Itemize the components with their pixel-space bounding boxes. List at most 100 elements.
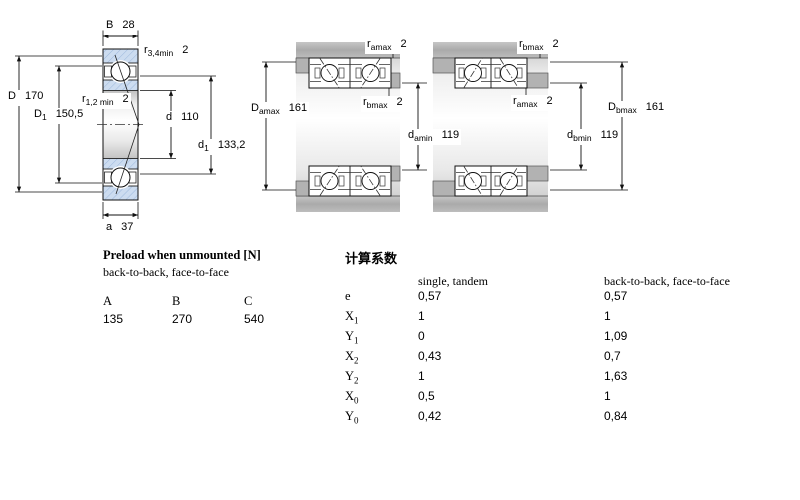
dim-base: D (34, 108, 42, 120)
bearing-pair-top (454, 57, 528, 89)
factor-pair-Y1: 1,09 (604, 329, 628, 344)
left-dimension-lines (15, 30, 216, 219)
factors-grid: single, tandem back-to-back, face-to-fac… (345, 274, 764, 429)
factor-label-e: e (345, 289, 351, 304)
factor-label-Y1: Y1 (345, 329, 359, 346)
factors-corner-cell (345, 274, 418, 289)
dim-value: 110 (181, 111, 199, 123)
dim-sub: bmax (522, 42, 544, 53)
factor-single-X2: 0,43 (418, 349, 442, 364)
dim-base: a (106, 221, 113, 233)
dim-label-dbmin: dbmin 119 (565, 129, 621, 146)
factor-label-X1: X1 (345, 309, 359, 326)
factor-single-Y0: 0,42 (418, 408, 442, 423)
dim-sub: amax (258, 106, 280, 117)
dim-label-D: D 170 (6, 90, 46, 107)
bearing-pair-top (308, 57, 392, 89)
dim-value: 133,2 (217, 139, 246, 151)
dim-value: 37 (121, 221, 134, 233)
calculation-factors-table: 计算系数 single, tandem back-to-back, face-t… (345, 248, 764, 429)
preload-col-A: A (103, 294, 113, 308)
factor-pair-X2: 0,7 (604, 349, 621, 364)
dim-label-d1: d1 133,2 (196, 139, 248, 156)
factor-pair-e: 0,57 (604, 289, 628, 304)
factor-single-X1: 1 (418, 309, 425, 324)
factor-pair-X0: 1 (604, 388, 611, 403)
dim-label-r34min: r3,4min 2 (142, 44, 191, 61)
dim-base: d (567, 129, 574, 141)
contact-angle-line (114, 54, 140, 195)
dim-label-damin: damin 119 (406, 129, 462, 146)
dim-value: 2 (122, 93, 129, 105)
face-to-face-arrangement-drawing (432, 42, 628, 212)
factor-pair-X1: 1 (604, 309, 611, 324)
factor-pair-Y0: 0,84 (604, 408, 628, 423)
dim-base: B (106, 19, 114, 31)
dim-sub: bmax (615, 105, 637, 116)
factor-pair-Y2: 1,63 (604, 369, 628, 384)
factor-single-e: 0,57 (418, 289, 442, 304)
factor-label-Y0: Y0 (345, 408, 359, 426)
preload-grid: A B C 135 270 540 (103, 294, 304, 326)
dim-base: D (8, 90, 16, 102)
dim-value: 2 (400, 38, 407, 50)
dim-base: r (367, 38, 371, 50)
factor-single-X0: 0,5 (418, 388, 435, 403)
dim-base: r (513, 95, 517, 107)
dim-label-Dbmax: Dbmax 161 (606, 101, 667, 118)
dim-base: r (82, 93, 86, 105)
dim-base: d (408, 129, 415, 141)
dim-value: 119 (441, 129, 460, 141)
dim-base: r (144, 44, 148, 56)
factor-label-Y2: Y2 (345, 369, 359, 386)
dim-base: D (608, 101, 616, 113)
dim-sub: amin (414, 133, 433, 144)
dim-label-B: B 28 (104, 19, 137, 36)
dim-sub: amax (516, 99, 538, 110)
preload-table: Preload when unmounted [N] back-to-back,… (103, 248, 304, 326)
factors-col-single: single, tandem (418, 274, 488, 288)
preload-col-C: C (244, 294, 253, 308)
dim-base: d (198, 139, 205, 151)
dim-value: 2 (546, 95, 553, 107)
dim-base: d (166, 111, 173, 123)
factors-title: 计算系数 (345, 251, 398, 266)
dim-value: 28 (122, 19, 135, 31)
dim-sub: 1,2 min (85, 97, 114, 108)
dim-sub: bmax (366, 100, 388, 111)
dim-sub: 1 (41, 112, 47, 123)
dim-label-ramax: ramax 2 (365, 38, 409, 55)
dim-label-rbmax-right: rbmax 2 (517, 38, 561, 55)
preload-value-B: 270 (172, 312, 193, 326)
dim-label-d: d 110 (164, 111, 201, 128)
factor-label-X2: X2 (345, 349, 359, 366)
dim-sub: amax (370, 42, 392, 53)
dim-value: 119 (600, 129, 619, 141)
dim-value: 2 (182, 44, 189, 56)
dim-base: D (251, 102, 259, 114)
dim-value: 161 (645, 101, 665, 113)
preload-value-A: 135 (103, 312, 124, 326)
dim-sub: bmin (573, 133, 592, 144)
bearing-pair-bottom (454, 165, 528, 197)
right-dimension-lines (525, 52, 628, 191)
dim-label-D1: D1 150,5 (32, 108, 86, 125)
dim-base: r (363, 96, 367, 108)
dim-value: 170 (24, 90, 44, 102)
factor-single-Y2: 1 (418, 369, 425, 384)
dim-label-r12min: r1,2 min 2 (80, 93, 131, 110)
dim-value: 150,5 (55, 108, 84, 120)
back-to-back-arrangement-drawing (262, 42, 427, 212)
preload-subtitle: back-to-back, face-to-face (103, 265, 229, 279)
preload-title: Preload when unmounted [N] (103, 248, 261, 262)
dim-sub: 1 (204, 143, 209, 154)
dim-sub: 3,4min (147, 48, 174, 59)
dim-label-ramax-right: ramax 2 (511, 95, 555, 112)
factors-col-pair: back-to-back, face-to-face (604, 274, 730, 288)
dim-value: 2 (552, 38, 559, 50)
dim-base: r (519, 38, 523, 50)
dim-label-a: a 37 (104, 221, 136, 238)
